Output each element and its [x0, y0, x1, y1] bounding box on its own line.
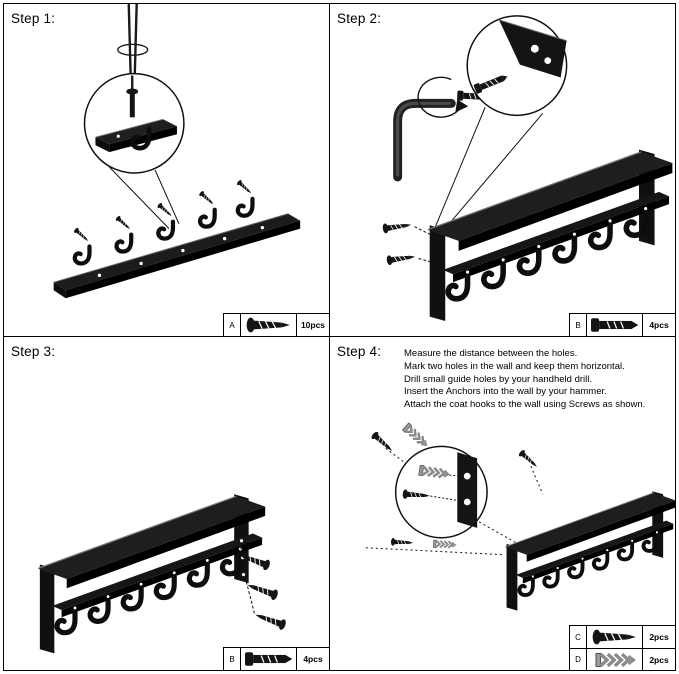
wall-screw — [369, 430, 396, 455]
wall-anchor — [432, 539, 457, 550]
instruction-line: Measure the distance between the holes. — [404, 348, 578, 359]
mounting-rail — [53, 213, 301, 299]
assembled-shelf-unit — [38, 494, 265, 653]
part-letter: D — [570, 649, 587, 670]
bolt-icon — [587, 314, 643, 336]
step-1-label: Step 1: — [11, 11, 56, 26]
magnified-hook-on-rail — [95, 75, 177, 153]
magnifier-leader-lines — [108, 166, 180, 229]
step-4-panel: Step 4: Measure the distance between the… — [329, 336, 676, 671]
step-2-label: Step 2: — [337, 11, 382, 26]
wall-screw — [517, 448, 540, 470]
step-1-panel: Step 1: — [3, 3, 330, 337]
step-2-parts-table: B 4pcs — [569, 313, 675, 336]
rotation-arrow-icon — [417, 76, 469, 118]
part-qty: 2pcs — [643, 649, 675, 670]
magnified-bracket-bolt — [472, 19, 567, 95]
parts-row: B 4pcs — [224, 648, 329, 670]
part-letter: C — [570, 626, 587, 648]
step-4-instructions: Measure the distance between the holes. … — [404, 348, 674, 412]
step-1-illustration — [53, 4, 301, 299]
step-2-illustration — [381, 15, 675, 336]
magnifier-leader-lines — [434, 107, 544, 231]
part-qty: 2pcs — [643, 626, 675, 648]
screw-icon — [241, 314, 297, 336]
step-4-label: Step 4: — [337, 344, 382, 359]
parts-row: C 2pcs — [570, 626, 675, 648]
part-qty: 10pcs — [297, 314, 329, 336]
screwdriver-shaft — [127, 4, 138, 78]
step-4-illustration — [365, 421, 675, 670]
anchor-icon — [587, 649, 643, 670]
step-3-parts-table: B 4pcs — [223, 647, 329, 670]
screw-icon — [587, 626, 643, 648]
step-2-panel: Step 2: — [329, 3, 676, 337]
wall-screw — [390, 537, 414, 548]
parts-row: D 2pcs — [570, 648, 675, 670]
step-3-panel: Step 3: B — [3, 336, 330, 671]
instruction-line: Drill small guide holes by your handheld… — [404, 373, 592, 385]
instruction-line: Mark two holes in the wall and keep them… — [404, 360, 625, 372]
allen-key-icon — [393, 98, 456, 182]
step-3-illustration — [4, 337, 288, 670]
part-qty: 4pcs — [643, 314, 675, 336]
step-3-label: Step 3: — [11, 344, 56, 359]
screwdriver-collar — [117, 43, 149, 56]
shelf-unit — [427, 150, 672, 321]
instruction-line: Insert the Anchors into the wall by your… — [404, 386, 607, 398]
shelf-unit — [505, 491, 675, 610]
instruction-line: Attach the coat hooks to the wall using … — [404, 399, 646, 411]
bracket-hole-dots — [239, 539, 246, 577]
bracket-bolts — [381, 219, 433, 266]
bolt-icon — [241, 648, 297, 670]
part-letter: A — [224, 314, 241, 336]
magnified-anchor-into-bracket — [402, 452, 478, 528]
part-letter: B — [570, 314, 587, 336]
step-4-parts-table: C 2pcs D 2pcs — [569, 625, 675, 670]
mounting-screws — [237, 542, 288, 632]
part-letter: B — [224, 648, 241, 670]
wall-anchor — [401, 421, 431, 450]
part-qty: 4pcs — [297, 648, 329, 670]
parts-row: A 10pcs — [224, 314, 329, 336]
step-1-parts-table: A 10pcs — [223, 313, 329, 336]
parts-row: B 4pcs — [570, 314, 675, 336]
